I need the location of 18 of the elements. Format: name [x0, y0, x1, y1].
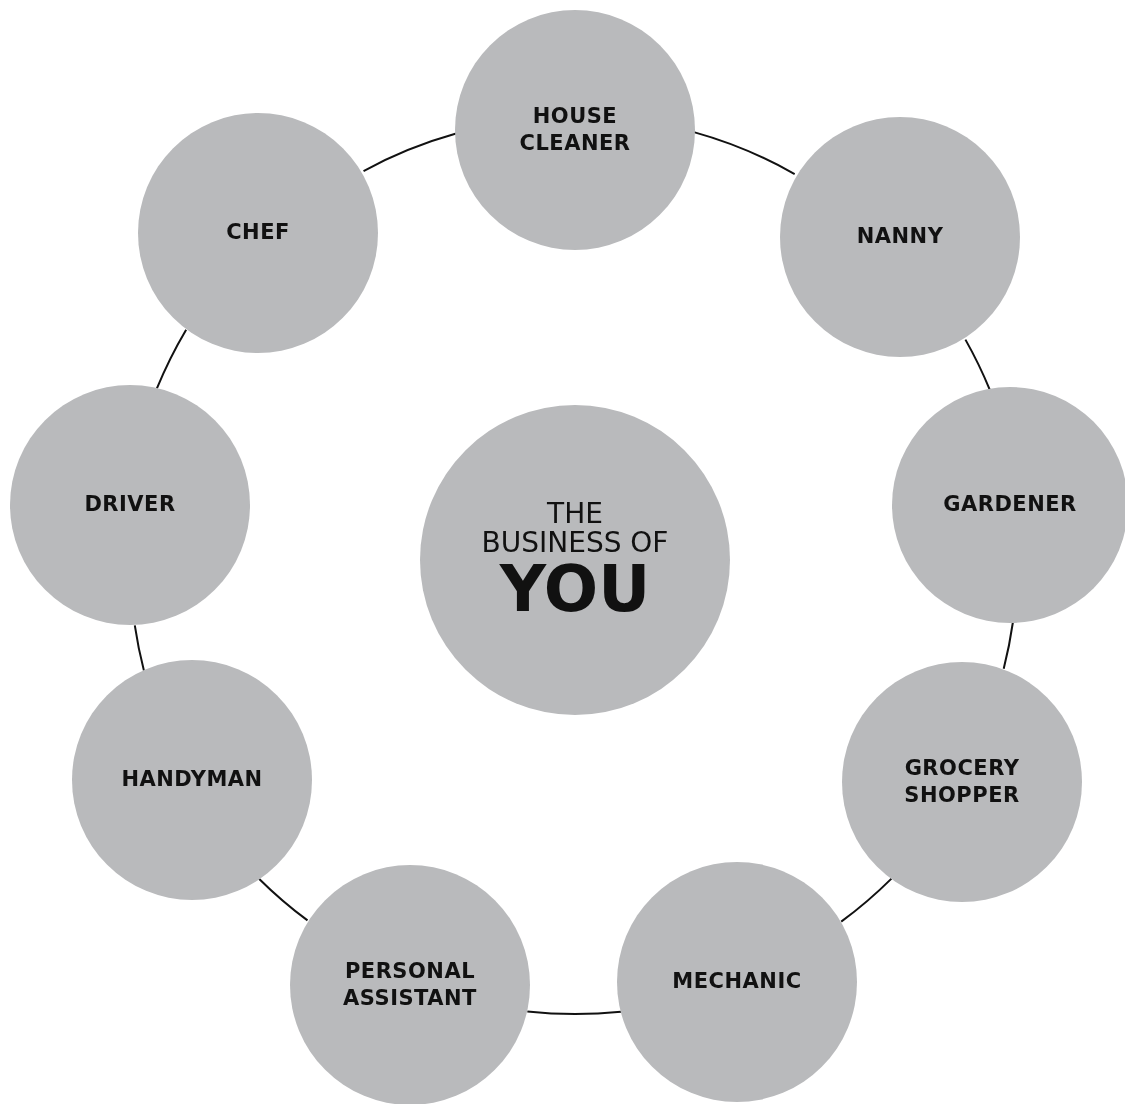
circle-label: CHEF	[226, 219, 290, 247]
circle-title: YOU	[499, 557, 651, 622]
ring-connector	[526, 1010, 622, 1015]
circle-label: GARDENER	[943, 491, 1077, 519]
circle-label: NANNY	[856, 223, 944, 251]
circle-heading: THE BUSINESS OF	[480, 498, 670, 558]
circle-label: PERSONAL ASSISTANT	[342, 957, 478, 1012]
ring-connector	[155, 328, 188, 390]
ring-connector	[258, 877, 309, 922]
circle-label: HOUSE CLEANER	[518, 102, 632, 157]
circle-label: HANDYMAN	[121, 766, 263, 794]
ring-connector	[1002, 621, 1014, 670]
ring-connector	[964, 338, 991, 391]
ring-connector	[840, 877, 893, 923]
circle-label: MECHANIC	[672, 968, 802, 996]
circle-label: GROCERY SHOPPER	[903, 754, 1021, 809]
circle-label: DRIVER	[84, 491, 176, 519]
ring-connector	[133, 624, 145, 672]
